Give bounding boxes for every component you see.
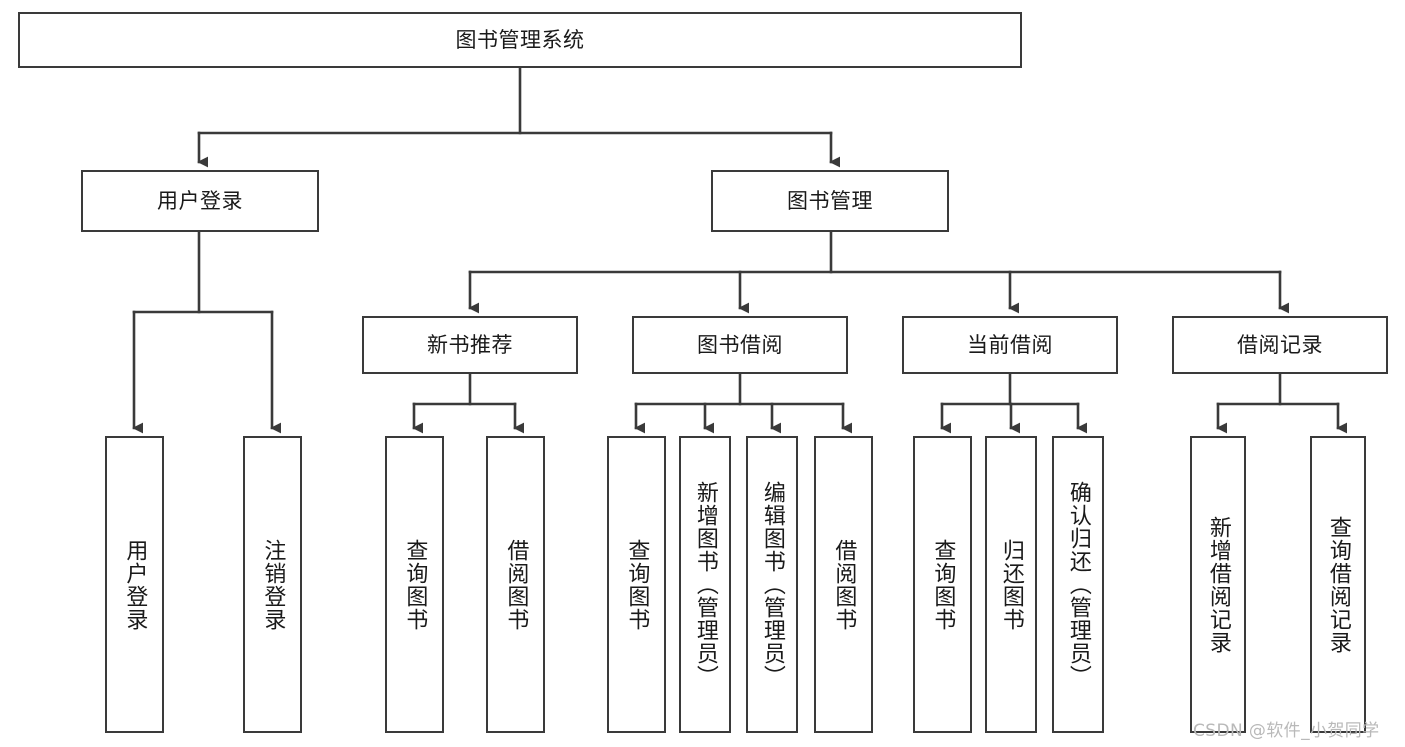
node-leaf-9: 归还图书 — [985, 436, 1037, 733]
node-leaf-0: 用户登录 — [105, 436, 164, 733]
node-leaf-1: 注销登录 — [243, 436, 302, 733]
node-leaf-8: 查询图书 — [913, 436, 972, 733]
node-leaf-4: 查询图书 — [607, 436, 666, 733]
node-leaf-7: 借阅图书 — [814, 436, 873, 733]
node-leaf-12: 查询借阅记录 — [1310, 436, 1366, 733]
node-label: 新增图书（管理员） — [692, 481, 718, 688]
node-label: 查询图书 — [624, 538, 650, 631]
node-label: 借阅图书 — [503, 538, 529, 631]
node-label: 图书管理系统 — [455, 27, 585, 52]
node-level3-3: 借阅记录 — [1172, 316, 1388, 374]
node-label: 注销登录 — [260, 538, 286, 631]
node-leaf-6: 编辑图书（管理员） — [746, 436, 798, 733]
node-leaf-2: 查询图书 — [385, 436, 444, 733]
csdn-watermark: CSDN @软件_小贺同学 — [1193, 721, 1380, 741]
node-label: 确认归还（管理员） — [1065, 481, 1091, 688]
node-level3-2: 当前借阅 — [902, 316, 1118, 374]
node-level3-0: 新书推荐 — [362, 316, 578, 374]
node-leaf-3: 借阅图书 — [486, 436, 545, 733]
node-label: 用户登录 — [157, 188, 243, 213]
node-label: 编辑图书（管理员） — [759, 481, 785, 688]
node-level2-1: 图书管理 — [711, 170, 949, 232]
node-level3-1: 图书借阅 — [632, 316, 848, 374]
node-leaf-10: 确认归还（管理员） — [1052, 436, 1104, 733]
node-leaf-11: 新增借阅记录 — [1190, 436, 1246, 733]
node-root-图书管理系统: 图书管理系统 — [18, 12, 1022, 68]
node-level2-0: 用户登录 — [81, 170, 319, 232]
node-label: 借阅图书 — [831, 538, 857, 631]
node-label: 新书推荐 — [427, 332, 513, 357]
node-label: 查询图书 — [930, 538, 956, 631]
node-label: 图书管理 — [787, 188, 873, 213]
node-leaf-5: 新增图书（管理员） — [679, 436, 731, 733]
node-label: 借阅记录 — [1237, 332, 1323, 357]
node-label: 新增借阅记录 — [1205, 515, 1231, 654]
node-label: 用户登录 — [122, 538, 148, 631]
node-label: 归还图书 — [998, 538, 1024, 631]
node-label: 当前借阅 — [967, 332, 1053, 357]
node-label: 图书借阅 — [697, 332, 783, 357]
node-label: 查询借阅记录 — [1325, 515, 1351, 654]
node-label: 查询图书 — [402, 538, 428, 631]
